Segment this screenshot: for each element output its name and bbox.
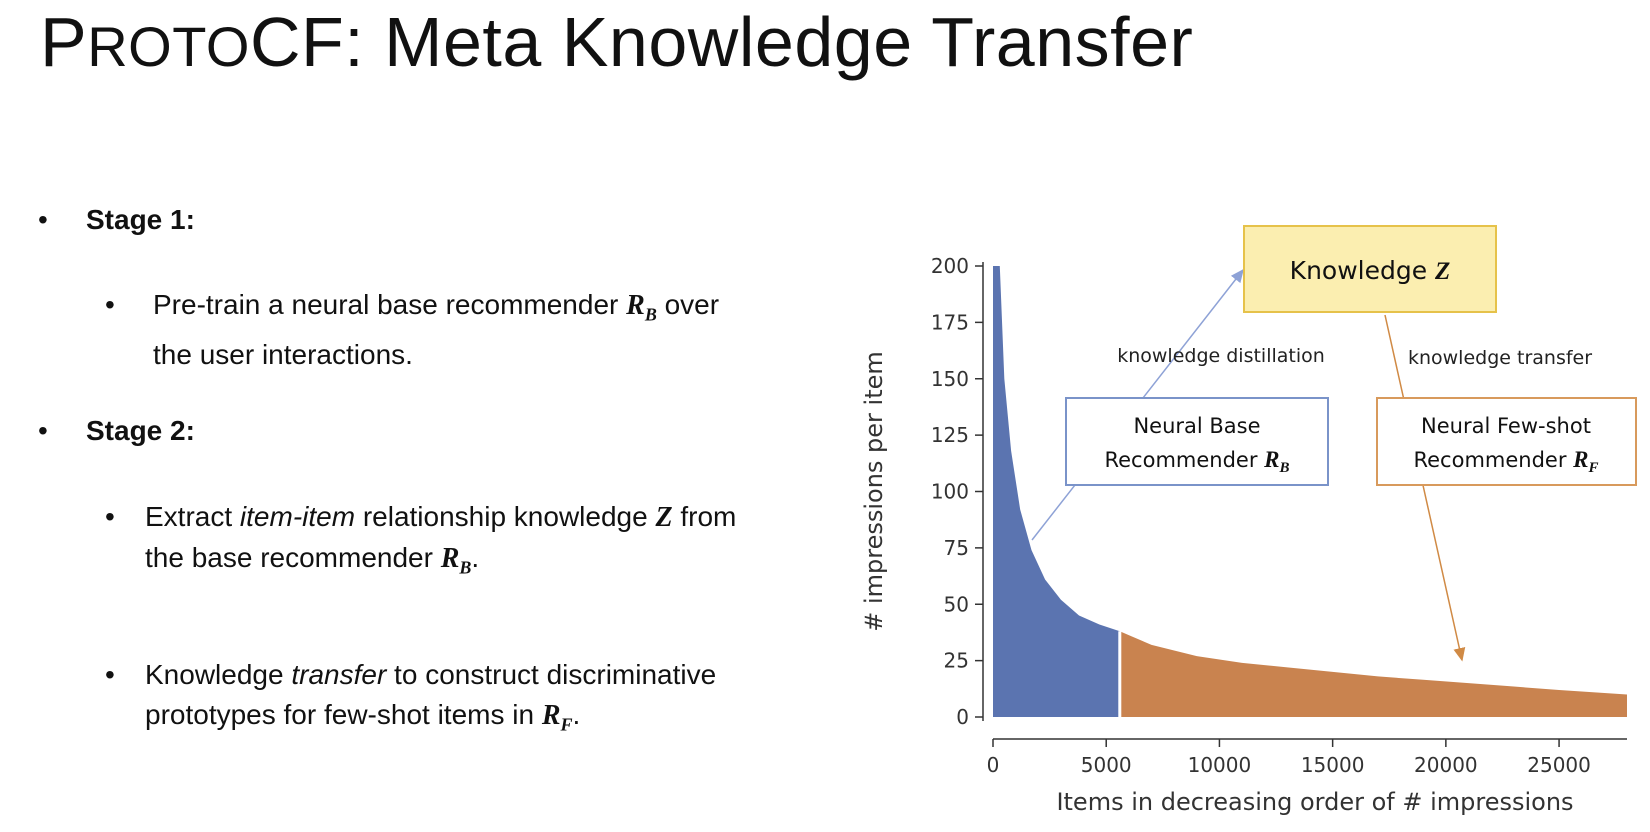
x-tick-label: 15000 — [1301, 753, 1365, 777]
stage1-bullet: • Stage 1: — [38, 200, 195, 240]
stage2-label: Stage 2: — [86, 415, 195, 446]
knowledge-box — [1243, 225, 1497, 313]
area-series-0 — [993, 266, 1120, 717]
knowledge-box-label: Knowledge Z — [1290, 256, 1451, 285]
fewshot-box-line2: Recommender RF — [1413, 447, 1598, 476]
slide-title: PROTOCF: Meta Knowledge Transfer — [40, 3, 1194, 81]
x-tick-label: 0 — [987, 753, 1000, 777]
fewshot-box-line1: Neural Few-shot — [1421, 414, 1591, 438]
x-tick-label: 5000 — [1081, 753, 1132, 777]
stage1-text: Pre-train a neural base recommender — [153, 289, 627, 320]
base-recommender-box — [1065, 397, 1329, 486]
stage2-sub-bullet-2: • Knowledge transfer to construct discri… — [105, 655, 716, 745]
math-rf: RF — [541, 700, 573, 735]
x-tick-label: 10000 — [1188, 753, 1252, 777]
stage1-label: Stage 1: — [86, 204, 195, 235]
y-tick-label: 150 — [931, 367, 969, 391]
stage1-sub-bullet: • Pre-train a neural base recommender RB… — [105, 285, 719, 375]
transfer-label: knowledge transfer — [1408, 347, 1592, 369]
bullet-dot: • — [38, 415, 48, 446]
area-series-1 — [1119, 631, 1627, 717]
x-tick-label: 20000 — [1414, 753, 1478, 777]
distillation-label: knowledge distillation — [1117, 345, 1325, 367]
y-axis-label: # impressions per item — [860, 351, 888, 632]
fewshot-recommender-box — [1376, 397, 1637, 486]
bullet-dot: • — [105, 501, 115, 532]
base-box-line2: Recommender RB — [1104, 447, 1289, 476]
math-z: Z — [655, 502, 673, 533]
y-tick-label: 100 — [931, 480, 969, 504]
math-rb: RB — [440, 543, 472, 578]
y-tick-label: 175 — [931, 310, 969, 334]
transfer-arrow — [1384, 314, 1466, 662]
bullet-dot: • — [105, 659, 115, 690]
math-rb: RB — [626, 290, 657, 325]
y-tick-label: 50 — [944, 592, 969, 616]
bullet-dot: • — [105, 289, 115, 320]
y-tick-label: 125 — [931, 423, 969, 447]
stage2-sub-bullet-1: • Extract item-item relationship knowled… — [105, 497, 736, 588]
bullet-dot: • — [38, 204, 48, 235]
stage2-bullet: • Stage 2: — [38, 411, 195, 451]
y-tick-label: 200 — [931, 254, 969, 278]
base-box-line1: Neural Base — [1133, 414, 1260, 438]
y-tick-label: 75 — [944, 536, 969, 560]
y-tick-label: 25 — [944, 649, 969, 673]
x-axis-label: Items in decreasing order of # impressio… — [1056, 788, 1573, 816]
y-tick-label: 0 — [956, 705, 969, 729]
x-tick-label: 25000 — [1527, 753, 1591, 777]
